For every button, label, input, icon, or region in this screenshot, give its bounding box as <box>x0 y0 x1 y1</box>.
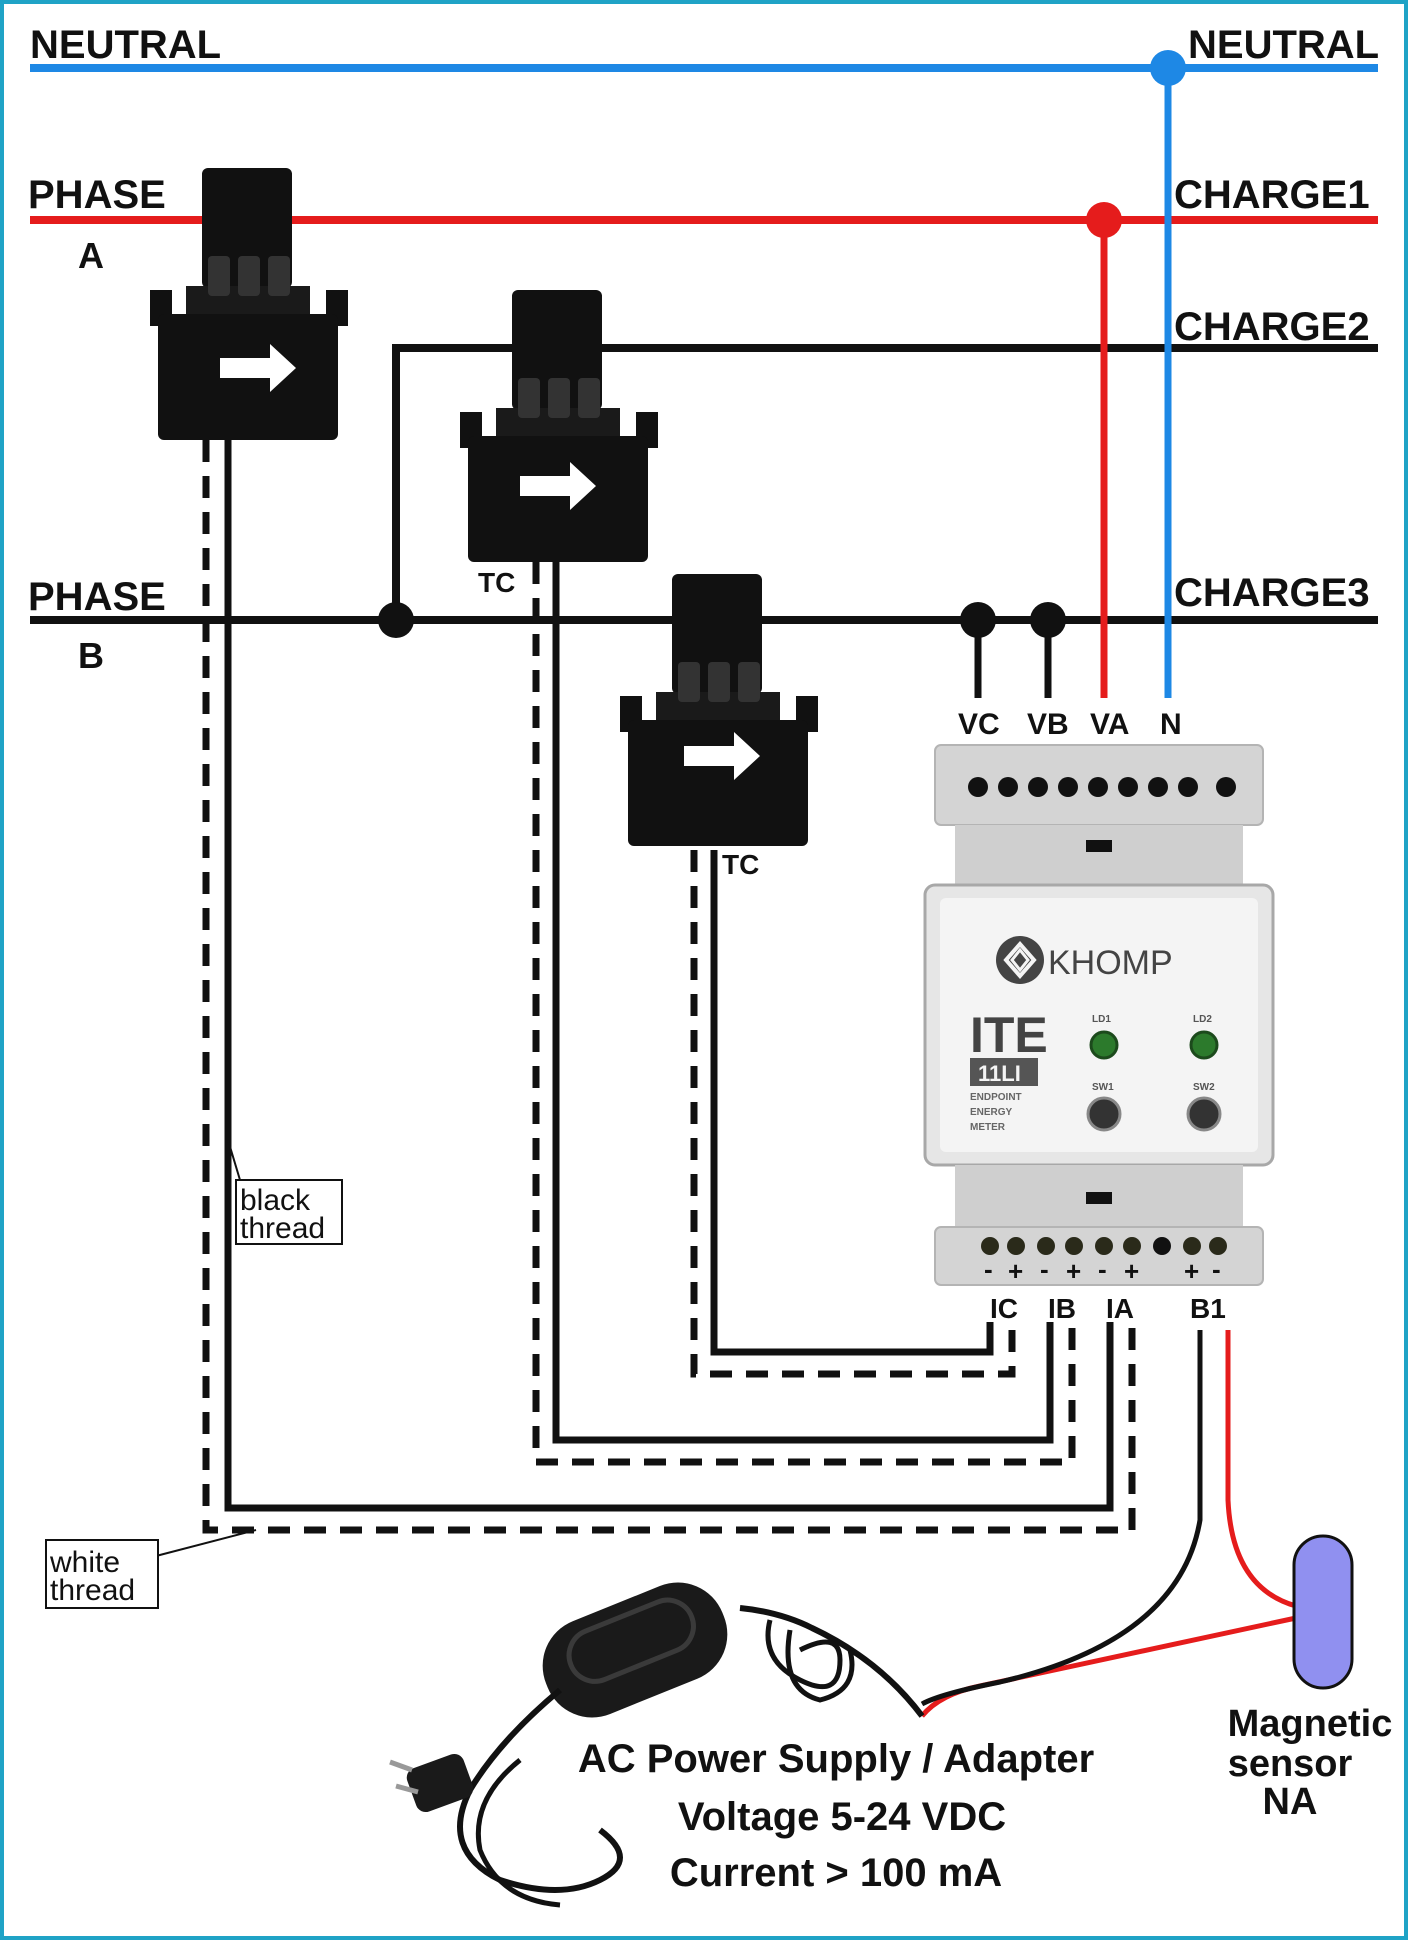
sensor-red-wire-to-adapter <box>920 1615 1297 1718</box>
magnetic-sensor-icon <box>1292 1534 1354 1690</box>
white-thread-note-box <box>45 1539 159 1609</box>
black-thread-note-box <box>235 1179 343 1245</box>
terminal-n-label: N <box>1160 708 1182 741</box>
meter-brand: KHOMP <box>1048 944 1173 982</box>
sensor-label-line3: NA <box>1263 1781 1318 1823</box>
charge1-label: CHARGE1 <box>1174 173 1370 217</box>
white-thread-leader <box>155 1529 257 1557</box>
ic-minus: - <box>984 1254 993 1284</box>
ct2-label: TC <box>478 567 515 598</box>
sensor-label-line2: sensor <box>1228 1743 1353 1785</box>
charge2-label: CHARGE2 <box>1174 305 1370 349</box>
phase-a-label: PHASE <box>28 173 166 217</box>
polarity-marks: - + - + - + + - <box>984 1254 1221 1286</box>
switch2-button[interactable] <box>1186 1096 1222 1132</box>
vb-junction <box>1030 602 1066 638</box>
terminal-ic-label: IC <box>990 1293 1018 1324</box>
ct3-arrow-icon <box>684 732 760 780</box>
ct2-arrow-icon <box>520 462 596 510</box>
ct2-black-thread <box>552 562 1054 1444</box>
charge3-label: CHARGE3 <box>1174 571 1370 615</box>
meter-model: ITE <box>970 1007 1048 1063</box>
power-supply-line3: Current > 100 mA <box>670 1851 1002 1895</box>
power-supply-line1: AC Power Supply / Adapter <box>578 1737 1094 1781</box>
terminal-va-label: VA <box>1090 708 1129 741</box>
ct1-black-thread <box>224 440 1114 1512</box>
charge2-junction <box>378 602 414 638</box>
switch1-label: SW1 <box>1092 1082 1114 1093</box>
neutral-label-left: NEUTRAL <box>30 23 221 67</box>
led2-icon <box>1189 1030 1219 1060</box>
led2-label: LD2 <box>1193 1014 1212 1025</box>
sensor-label-line1: Magnetic <box>1228 1703 1393 1745</box>
ib-plus: + <box>1066 1256 1081 1286</box>
vc-junction <box>960 602 996 638</box>
current-transformer-3 <box>620 574 818 846</box>
phase-a-letter: A <box>78 235 104 276</box>
meter-desc-1: ENDPOINT <box>970 1092 1022 1103</box>
terminal-vb-label: VB <box>1027 708 1069 741</box>
white-thread-note-line2: thread <box>50 1574 135 1607</box>
ct1-white-thread <box>202 440 1136 1534</box>
power-supply-line2: Voltage 5-24 VDC <box>678 1795 1006 1839</box>
meter-bottom-terminals <box>981 1237 1227 1255</box>
black-thread-note-line2: thread <box>240 1212 325 1245</box>
terminal-ib-label: IB <box>1048 1293 1076 1324</box>
ib-minus: - <box>1040 1254 1049 1284</box>
ct3-label: TC <box>722 849 759 880</box>
meter-top-terminals <box>968 777 1236 797</box>
b1-plus: + <box>1184 1256 1199 1286</box>
terminal-b1-label: B1 <box>1190 1293 1226 1324</box>
ct3-black-thread <box>710 850 994 1356</box>
white-thread-note-line1: white <box>49 1546 120 1579</box>
b1-minus: - <box>1212 1254 1221 1284</box>
meter-desc-2: ENERGY <box>970 1107 1013 1118</box>
led1-label: LD1 <box>1092 1014 1111 1025</box>
ac-adapter-icon <box>389 1582 925 1908</box>
neutral-label-right: NEUTRAL <box>1188 23 1379 67</box>
switch2-label: SW2 <box>1193 1082 1215 1093</box>
ia-minus: - <box>1098 1254 1107 1284</box>
phase-b-label: PHASE <box>28 575 166 619</box>
ct2-white-thread <box>532 562 1076 1466</box>
terminal-vc-label: VC <box>958 708 1000 741</box>
ic-plus: + <box>1008 1256 1023 1286</box>
black-thread-note-line1: black <box>240 1184 311 1217</box>
current-transformer-2 <box>460 290 658 562</box>
b1-black-wire-to-adapter <box>920 1330 1203 1707</box>
neutral-junction <box>1150 50 1186 86</box>
ia-plus: + <box>1124 1256 1139 1286</box>
meter-desc-3: METER <box>970 1122 1006 1133</box>
ct3-white-thread <box>690 850 1016 1378</box>
energy-meter: KHOMP ITE 11LI ENDPOINT ENERGY METER LD1… <box>923 744 1275 1286</box>
current-transformer-1 <box>150 168 348 440</box>
phase-a-junction <box>1086 202 1122 238</box>
ct1-arrow-icon <box>220 344 296 392</box>
khomp-logo-icon <box>996 936 1044 984</box>
led1-icon <box>1089 1030 1119 1060</box>
b1-red-wire-to-sensor <box>1225 1330 1297 1609</box>
meter-submodel: 11LI <box>978 1061 1021 1086</box>
phase-b-letter: B <box>78 635 104 676</box>
terminal-ia-label: IA <box>1106 1293 1134 1324</box>
black-thread-leader <box>227 1139 241 1181</box>
switch1-button[interactable] <box>1086 1096 1122 1132</box>
